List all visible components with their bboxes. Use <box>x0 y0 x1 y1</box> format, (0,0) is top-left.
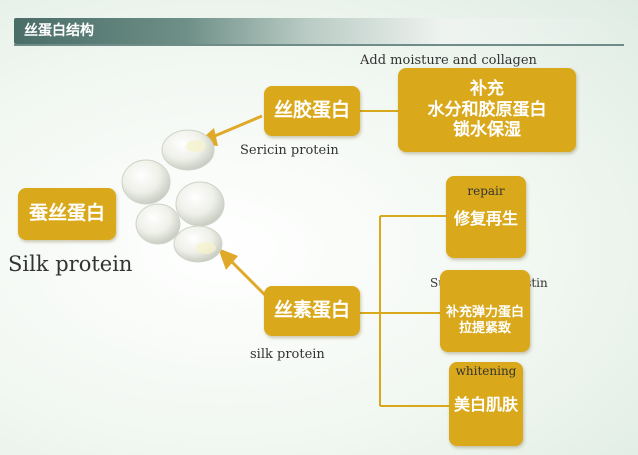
elastin-label: 拉提紧致 <box>458 321 511 336</box>
benefit-line: 补充 <box>470 78 504 99</box>
page-title: 丝蛋白结构 <box>24 23 94 39</box>
sericin-benefit-caption: Add moisture and collagen <box>360 53 537 68</box>
silk-protein-caption: Silk protein <box>8 252 133 276</box>
benefit-line: 水分和胶原蛋白 <box>427 99 547 120</box>
fibroin-box: 丝素蛋白 <box>264 286 360 336</box>
fibroin-label: 丝素蛋白 <box>273 299 350 322</box>
silk-protein-box: 蚕丝蛋白 <box>18 188 116 240</box>
header-underline <box>14 44 624 46</box>
repair-label: 修复再生 <box>453 208 518 228</box>
whitening-caption: whitening <box>455 364 517 378</box>
benefit-line: 锁水保湿 <box>453 120 521 141</box>
header-bar <box>14 18 624 44</box>
arrow-icon <box>218 248 268 298</box>
sericin-box: 丝胶蛋白 <box>264 86 360 136</box>
whitening-box: whitening 美白肌肤 <box>449 362 523 446</box>
sericin-benefit-box: 补充 水分和胶原蛋白 锁水保湿 <box>398 68 576 152</box>
elastin-label: 补充弹力蛋白 <box>445 305 524 321</box>
repair-caption: repair <box>467 184 505 198</box>
silk-protein-label: 蚕丝蛋白 <box>28 202 105 225</box>
repair-box: repair 修复再生 <box>446 176 526 258</box>
fibroin-caption: silk protein <box>250 347 325 362</box>
silk-cocoon-icon <box>121 129 225 263</box>
elastin-box: 补充弹力蛋白 拉提紧致 <box>440 270 530 352</box>
whitening-label: 美白肌肤 <box>453 394 518 414</box>
sericin-caption: Sericin protein <box>240 143 339 158</box>
sericin-label: 丝胶蛋白 <box>273 99 350 122</box>
